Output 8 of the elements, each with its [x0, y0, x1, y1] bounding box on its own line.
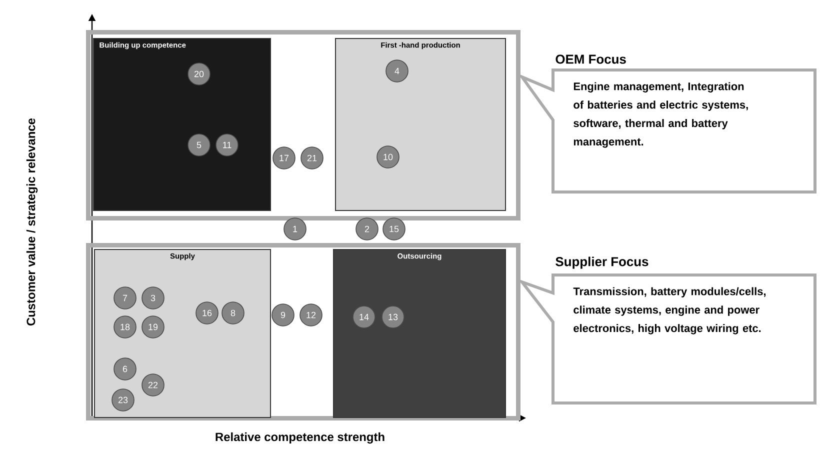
focus-band: [86, 243, 520, 420]
callout-box: Transmission, battery modules/cells, climate systems, engine and power electronics, high voltage wiring etc.: [518, 274, 816, 404]
focus-band: [86, 30, 520, 220]
callout-heading: Supplier Focus: [556, 256, 648, 269]
callout-heading: OEM Focus: [556, 54, 626, 64]
axis-label: Customer value / strategic relevance: [26, 118, 38, 326]
axis-label: Relative competence strength: [216, 432, 384, 444]
callout-box: Engine management, Integration of batteries and electric systems, software, thermal and battery management.: [518, 68, 816, 194]
